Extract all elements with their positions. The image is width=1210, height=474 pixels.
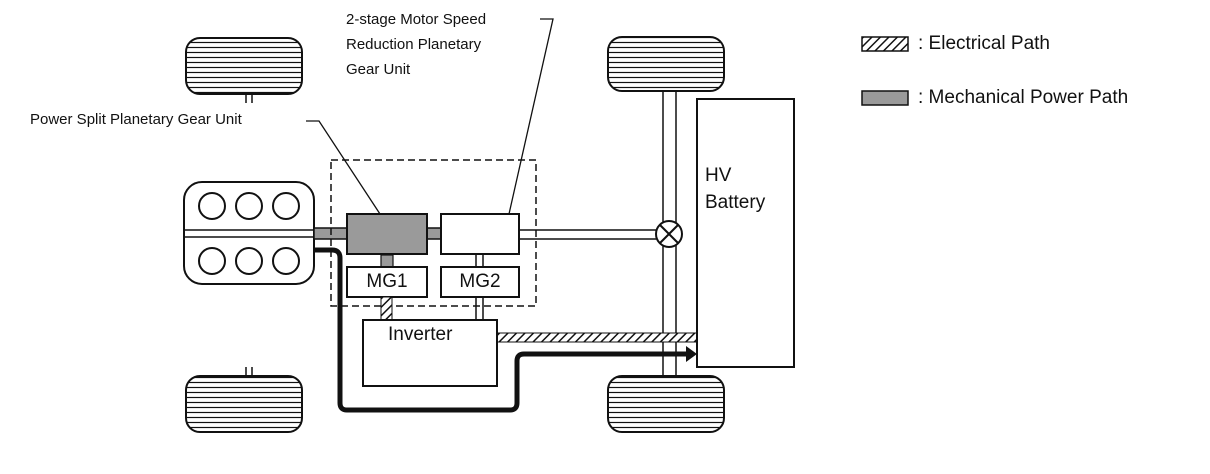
wheel-rear-right — [607, 375, 725, 433]
legend-swatches — [861, 36, 909, 106]
electrical-path-swatch — [861, 36, 909, 52]
power-split-gear-unit — [346, 213, 428, 255]
wheel-front-right — [607, 36, 725, 92]
legend-electrical-label: : Electrical Path — [918, 33, 1050, 54]
power-split-label: Power Split Planetary Gear Unit — [30, 111, 242, 128]
differential-icon — [655, 220, 683, 248]
mechanical-path-swatch — [861, 90, 909, 106]
reduction-gear-unit — [440, 213, 520, 255]
battery-label-line-1: HV — [705, 165, 732, 186]
mg2-label: MG2 — [459, 271, 501, 292]
wheel-front-left — [185, 37, 303, 103]
battery-label-line-2: Battery — [705, 192, 766, 213]
reduction-gear-label-line-3: Gear Unit — [346, 61, 411, 78]
mg1-label: MG1 — [366, 271, 408, 292]
leader-lines — [306, 18, 554, 215]
engine-block — [183, 181, 315, 285]
mg1-box — [346, 266, 428, 298]
mg2-box — [440, 266, 520, 298]
reduction-gear-label-line-2: Reduction Planetary — [346, 36, 482, 53]
hv-battery-box — [696, 98, 795, 368]
transaxle-housing-boundary — [330, 159, 537, 307]
inverter-label: Inverter — [388, 324, 453, 345]
legend-mechanical-label: : Mechanical Power Path — [918, 87, 1129, 108]
power-flow-arrow — [314, 247, 697, 413]
reduction-gear-label-line-1: 2-stage Motor Speed — [346, 11, 487, 28]
wheel-rear-left — [185, 367, 303, 433]
inverter-box — [362, 319, 498, 387]
